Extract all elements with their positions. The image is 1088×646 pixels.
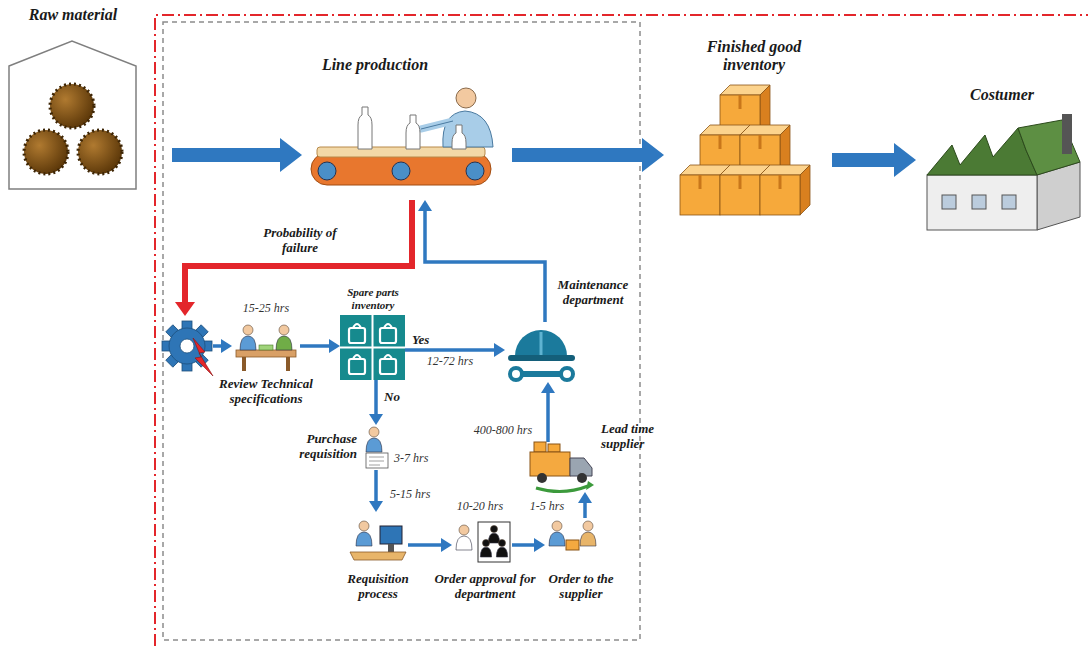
flow-arrow xyxy=(408,538,452,552)
icon xyxy=(8,40,137,190)
connector-line xyxy=(546,391,550,442)
maintenance-boundary xyxy=(163,22,640,640)
arrow-head xyxy=(418,200,432,211)
arrow-head xyxy=(329,339,340,353)
arrow-head xyxy=(175,302,195,316)
flow-arrow xyxy=(369,470,383,512)
node-label: Purchase requisition xyxy=(281,432,357,462)
duration-label: 15-25 hrs xyxy=(233,302,299,316)
duration-label: 1-5 hrs xyxy=(520,500,574,514)
edge-label: No xyxy=(384,390,412,405)
duration-label: 12-72 hrs xyxy=(416,355,484,369)
spare-parts-icon: Spare parts inventory xyxy=(340,315,405,380)
connector-line xyxy=(512,543,536,547)
node-label: Review Technical specifications xyxy=(216,377,316,407)
icon xyxy=(232,320,300,372)
arrow-head xyxy=(221,339,232,353)
arrow-head xyxy=(369,414,383,425)
flow-arrow xyxy=(541,382,555,442)
icon xyxy=(505,322,578,382)
connector-line xyxy=(374,470,378,503)
flow-arrow xyxy=(418,200,545,322)
node-label: Order to the supplier xyxy=(538,572,624,602)
connector-line xyxy=(405,348,496,352)
connector-line xyxy=(583,501,587,518)
node-label: Costumer xyxy=(940,86,1064,104)
connector-line xyxy=(425,209,545,322)
duration-label: 400-800 hrs xyxy=(466,424,540,438)
node-label: Order approval for department xyxy=(432,572,538,602)
approval-icon: Order approval for department xyxy=(452,520,512,565)
arrow-head xyxy=(494,343,505,357)
customer-factory: Costumer xyxy=(922,120,1085,232)
icon xyxy=(452,520,512,565)
raw-material-store: Raw material xyxy=(8,40,137,190)
arrow-head xyxy=(642,138,664,172)
arrow-head xyxy=(441,538,452,552)
maintenance-icon: Maintenance department xyxy=(505,322,578,382)
connector-line xyxy=(300,344,331,348)
duration-label: 3-7 hrs xyxy=(394,452,446,466)
arrow-head xyxy=(534,538,545,552)
connector-line xyxy=(374,380,378,416)
purchase-icon: Purchase requisition xyxy=(360,425,392,470)
flow-arrow xyxy=(512,138,664,172)
failure-gear xyxy=(162,321,213,376)
connector-line xyxy=(512,148,645,162)
arrow-head xyxy=(894,143,916,177)
icon xyxy=(348,512,408,565)
supplier-order-icon: Order to the supplier xyxy=(545,518,600,565)
node-label: Raw material xyxy=(0,6,146,24)
arrow-head xyxy=(369,501,383,512)
duration-label: 5-15 hrs xyxy=(390,488,446,502)
flow-arrow xyxy=(578,492,592,518)
finished-goods-stack: Finished good inventory xyxy=(680,95,822,215)
production-line: Line production xyxy=(305,85,505,200)
flow-arrow xyxy=(172,138,302,172)
flow-arrow xyxy=(300,339,340,353)
connector-line xyxy=(832,153,897,167)
node-label: Finished good inventory xyxy=(686,38,822,75)
icon xyxy=(680,95,822,215)
icon xyxy=(360,425,392,470)
edge-label: Yes xyxy=(412,333,446,348)
arrow-head xyxy=(578,492,592,503)
node-label: Lead time supplier xyxy=(601,422,663,452)
arrow-head xyxy=(280,138,302,172)
icon xyxy=(340,315,405,380)
system-boundary xyxy=(155,15,1088,646)
node-label: Requisition process xyxy=(332,572,424,602)
flow-arrow xyxy=(512,538,545,552)
flow-arrow xyxy=(832,143,916,177)
arrow-head xyxy=(541,382,555,393)
flow-arrow xyxy=(369,380,383,425)
requisition-icon: Requisition process xyxy=(348,512,408,565)
icon xyxy=(545,518,600,565)
duration-label: 10-20 hrs xyxy=(446,500,514,514)
icon xyxy=(922,120,1085,232)
connector-line xyxy=(172,148,283,162)
supplier-truck-icon: Lead time supplier xyxy=(528,442,598,492)
review-icon: Review Technical specifications xyxy=(232,320,300,372)
icon xyxy=(528,442,598,492)
connector-line xyxy=(408,543,443,547)
node-label: Spare parts inventory xyxy=(330,286,416,311)
node-label: Maintenance department xyxy=(546,278,640,308)
node-label: Line production xyxy=(310,56,440,74)
edge-label: Probability of failure xyxy=(245,226,355,256)
icon xyxy=(305,85,505,200)
